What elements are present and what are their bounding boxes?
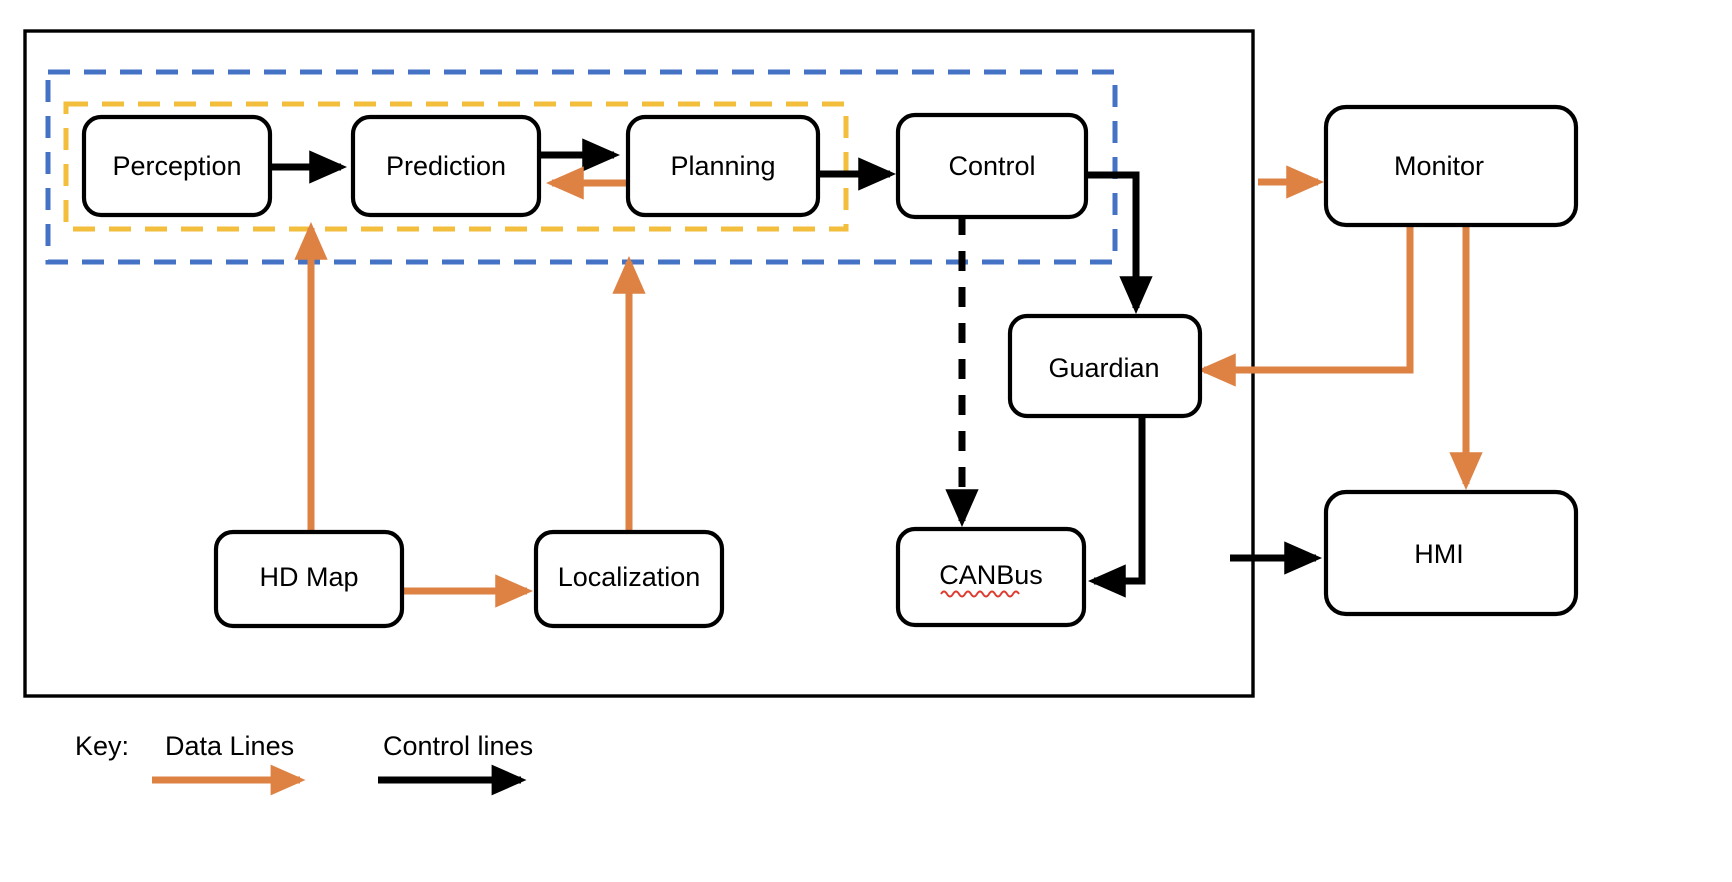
edge-control-to-guardian — [1084, 171, 1153, 315]
node-hdmap-box[interactable] — [213, 529, 405, 629]
node-prediction-label: Prediction — [386, 151, 506, 181]
node-hmi[interactable]: HMI — [1323, 489, 1579, 617]
node-control[interactable]: Control — [895, 112, 1089, 220]
node-guardian-label: Guardian — [1048, 353, 1159, 383]
node-localization-box[interactable] — [533, 529, 725, 629]
node-planning-box[interactable] — [625, 114, 821, 218]
group-blue-dashed-boundary — [45, 69, 1118, 265]
node-canbus-box[interactable] — [895, 526, 1087, 628]
node-hdmap[interactable]: HD Map — [213, 529, 405, 629]
legend-control-lines-label: Control lines — [383, 731, 533, 761]
node-localization-label: Localization — [558, 562, 701, 592]
node-perception-box[interactable] — [81, 114, 273, 218]
edge-guardian-to-canbus — [1087, 415, 1146, 598]
group-yellow-dashed-boundary — [63, 101, 849, 232]
edge-monitor-to-guardian — [1197, 225, 1414, 387]
node-localization[interactable]: Localization — [533, 529, 725, 629]
system-boundary-frame — [23, 29, 1255, 698]
node-control-label: Control — [948, 151, 1035, 181]
node-planning[interactable]: Planning — [625, 114, 821, 218]
node-monitor-box[interactable] — [1323, 104, 1579, 228]
node-canbus[interactable]: CANBus — [895, 526, 1087, 628]
legend: Key: Data Lines Control lines — [75, 731, 533, 796]
node-monitor-label: Monitor — [1394, 151, 1484, 181]
node-planning-label: Planning — [670, 151, 775, 181]
node-perception[interactable]: Perception — [81, 114, 273, 218]
node-guardian-box[interactable] — [1007, 313, 1203, 419]
node-perception-label: Perception — [112, 151, 241, 181]
node-prediction[interactable]: Prediction — [350, 114, 542, 218]
node-monitor[interactable]: Monitor — [1323, 104, 1579, 228]
node-hmi-box[interactable] — [1323, 489, 1579, 617]
node-hdmap-label: HD Map — [259, 562, 358, 592]
node-hmi-label: HMI — [1414, 539, 1464, 569]
legend-key-label: Key: — [75, 731, 129, 761]
node-canbus-label: CANBus — [939, 560, 1043, 590]
node-prediction-box[interactable] — [350, 114, 542, 218]
spellcheck-squiggle-icon — [940, 590, 1020, 598]
legend-data-lines-label: Data Lines — [165, 731, 294, 761]
node-control-box[interactable] — [895, 112, 1089, 220]
node-guardian[interactable]: Guardian — [1007, 313, 1203, 419]
